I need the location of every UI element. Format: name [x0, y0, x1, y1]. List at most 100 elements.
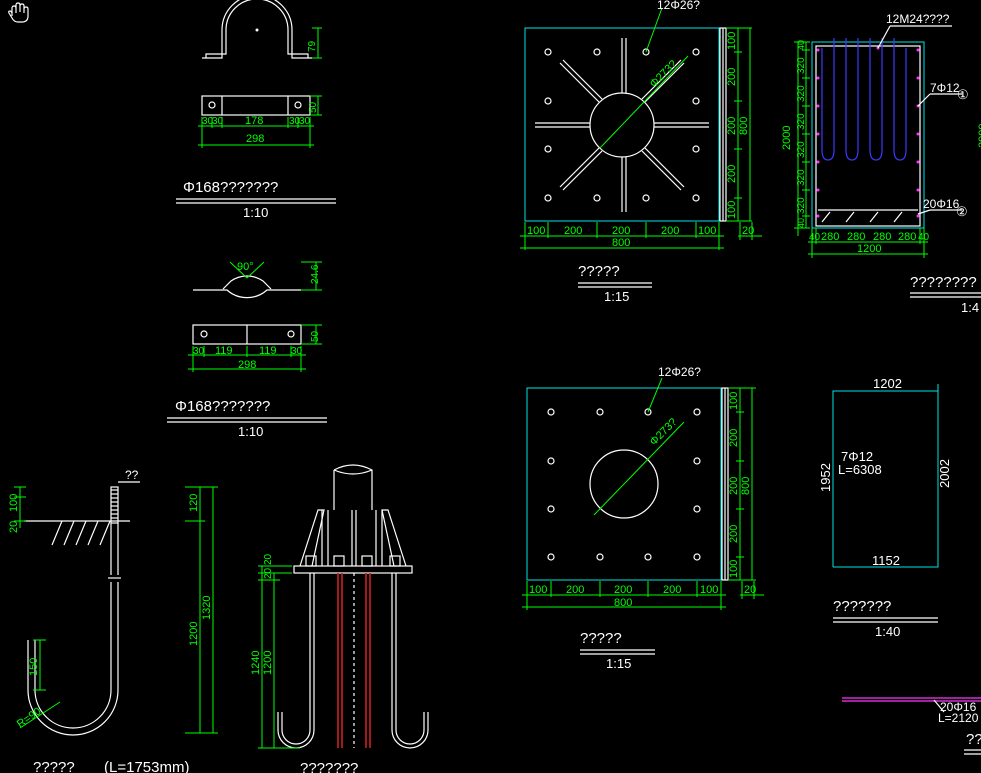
base-plate-a-b3: 200	[612, 225, 630, 237]
base-plate-b-title: ?????	[580, 630, 622, 647]
clamp-a-elevation: 79	[202, 0, 322, 59]
clamp-b-elevation: 90° 24.6	[193, 261, 322, 299]
clamp-b-h1: 24.6	[310, 264, 321, 284]
rebar-tail-length: L=2120	[938, 711, 979, 725]
base-plate-b-b3: 200	[614, 584, 632, 596]
cage-l3: 320	[796, 113, 807, 130]
clamp-a-w-mid: 178	[245, 115, 263, 127]
base-plate-a-b5: 100	[698, 225, 716, 237]
cage-bar1-label: 7Φ12	[930, 81, 960, 95]
clamp-a-w-a: 30	[202, 116, 214, 127]
anchor-bolt-h150: 150	[28, 658, 40, 676]
clamp-a-title-block: Φ168??????? 1:10	[176, 179, 336, 220]
base-plate-a-diameter: Φ273?	[648, 58, 680, 90]
column-base-d20b: 20	[263, 553, 274, 565]
anchor-bolt-length: (L=1753mm)	[104, 759, 189, 773]
base-plate-a: 12Φ26? Φ273? 100 200 200 200 100 800 100…	[520, 0, 762, 250]
cage-bar2-label: 20Φ16	[923, 197, 960, 211]
cage-l4: 320	[796, 141, 807, 158]
base-plate-a-r3: 200	[726, 117, 738, 135]
clamp-b-h2: 50	[310, 330, 321, 342]
clamp-b-w-mid1: 119	[215, 345, 233, 357]
anchor-bolt-r1200: 1200	[188, 622, 200, 646]
base-plate-b-b4: 200	[663, 584, 681, 596]
rebar-rect-title-block: ??????? 1:40	[833, 598, 938, 639]
base-plate-b-r1: 100	[728, 392, 740, 410]
cage-btotal: 1200	[857, 243, 881, 255]
anchor-bolt-top1: 20	[8, 521, 20, 533]
clamp-b-w-total: 298	[238, 359, 256, 371]
cage-l1: 320	[796, 57, 807, 74]
base-plate-a-btotal: 800	[612, 237, 630, 249]
column-base-title: ???????	[300, 760, 358, 773]
base-plate-b-rtotal: 800	[740, 477, 752, 495]
base-plate-b-b20: 20	[744, 584, 756, 596]
base-plate-b-b1: 100	[529, 584, 547, 596]
cage-b3: 280	[847, 231, 865, 243]
base-plate-b-holes	[547, 408, 701, 561]
clamp-b-angle: 90°	[237, 261, 254, 273]
anchor-bolt-title: ?????	[33, 759, 75, 773]
clamp-a-plan: 50 30 30 178 30 30 298	[198, 95, 322, 148]
base-plate-b-btotal: 800	[614, 597, 632, 609]
cage-mark1: ①	[957, 87, 969, 102]
base-plate-b-r5: 100	[728, 560, 740, 578]
base-plate-a-rtotal: 800	[738, 117, 750, 135]
base-plate-a-holes	[544, 48, 700, 202]
clamp-b-scale: 1:10	[238, 424, 263, 439]
cage-b5: 280	[898, 231, 916, 243]
rebar-rectangle: 1202 1152 1952 2002 7Φ12 L=6308	[818, 376, 952, 568]
base-plate-a-title: ?????	[578, 263, 620, 280]
base-plate-b-r3: 200	[728, 477, 740, 495]
base-plate-a-b1: 100	[527, 225, 545, 237]
hand-pan-icon	[8, 2, 29, 23]
base-plate-b-r2: 200	[728, 429, 740, 447]
base-plate-a-r5: 100	[726, 201, 738, 219]
rebar-rect-left: 1952	[818, 463, 833, 492]
base-plate-a-b20: 20	[742, 225, 754, 237]
clamp-a-w-d: 30	[299, 116, 311, 127]
base-plate-b-b5: 100	[700, 584, 718, 596]
clamp-b-w-b: 30	[291, 346, 303, 357]
base-plate-b-holes-label: 12Φ26?	[658, 365, 701, 379]
rebar-rect-length: L=6308	[838, 462, 882, 477]
rebar-tail: 20Φ16 L=2120 ??	[842, 697, 981, 755]
clamp-b-w-a: 30	[193, 346, 205, 357]
rebar-rect-right: 2002	[937, 459, 952, 488]
rebar-tail-note: ??	[966, 731, 981, 748]
cage-l6: 320	[796, 197, 807, 214]
anchor-bolt-tag: ??	[125, 468, 139, 482]
anchor-bolt-r1320: 1320	[201, 596, 213, 620]
cage-b4: 280	[873, 231, 891, 243]
cage-l2: 320	[796, 85, 807, 102]
base-plate-a-r2: 200	[726, 68, 738, 86]
clamp-a-w-c: 30	[289, 116, 301, 127]
rebar-rect-scale: 1:40	[875, 624, 900, 639]
cage-b1: 40	[809, 232, 821, 243]
cage-title-block: ???????? 1:4	[910, 274, 981, 315]
clamp-a-title: Φ168???????	[183, 179, 278, 196]
base-plate-a-b4: 200	[661, 225, 679, 237]
cage-b6: 40	[918, 232, 930, 243]
rebar-rect-top: 1202	[873, 376, 902, 391]
cage-edge-right: 2000	[977, 124, 981, 148]
rebar-rect-title: ???????	[833, 598, 891, 615]
anchor-bolt-top2: 100	[8, 494, 20, 512]
clamp-b-plan: 50 30 119 119 30 298	[188, 324, 322, 372]
cage-title: ????????	[910, 274, 977, 291]
cage-la: 40	[796, 218, 806, 228]
clamp-a-h1: 79	[307, 40, 318, 52]
rebar-rect-bar: 7Φ12	[841, 449, 873, 464]
clamp-b-w-mid2: 119	[259, 345, 277, 357]
cage-mark2: ②	[956, 204, 968, 219]
base-plate-b-b2: 200	[566, 584, 584, 596]
base-plate-b-scale: 1:15	[606, 656, 631, 671]
cage-top-label: 12M24????	[886, 12, 950, 26]
base-plate-b-r4: 200	[728, 525, 740, 543]
column-base-d1240: 1240	[250, 651, 262, 675]
cage-ltotal: 2000	[781, 126, 793, 150]
anchor-bolt-r120: 120	[188, 494, 200, 512]
base-plate-a-r1: 100	[726, 32, 738, 50]
column-base-d20a: 20	[263, 567, 274, 579]
